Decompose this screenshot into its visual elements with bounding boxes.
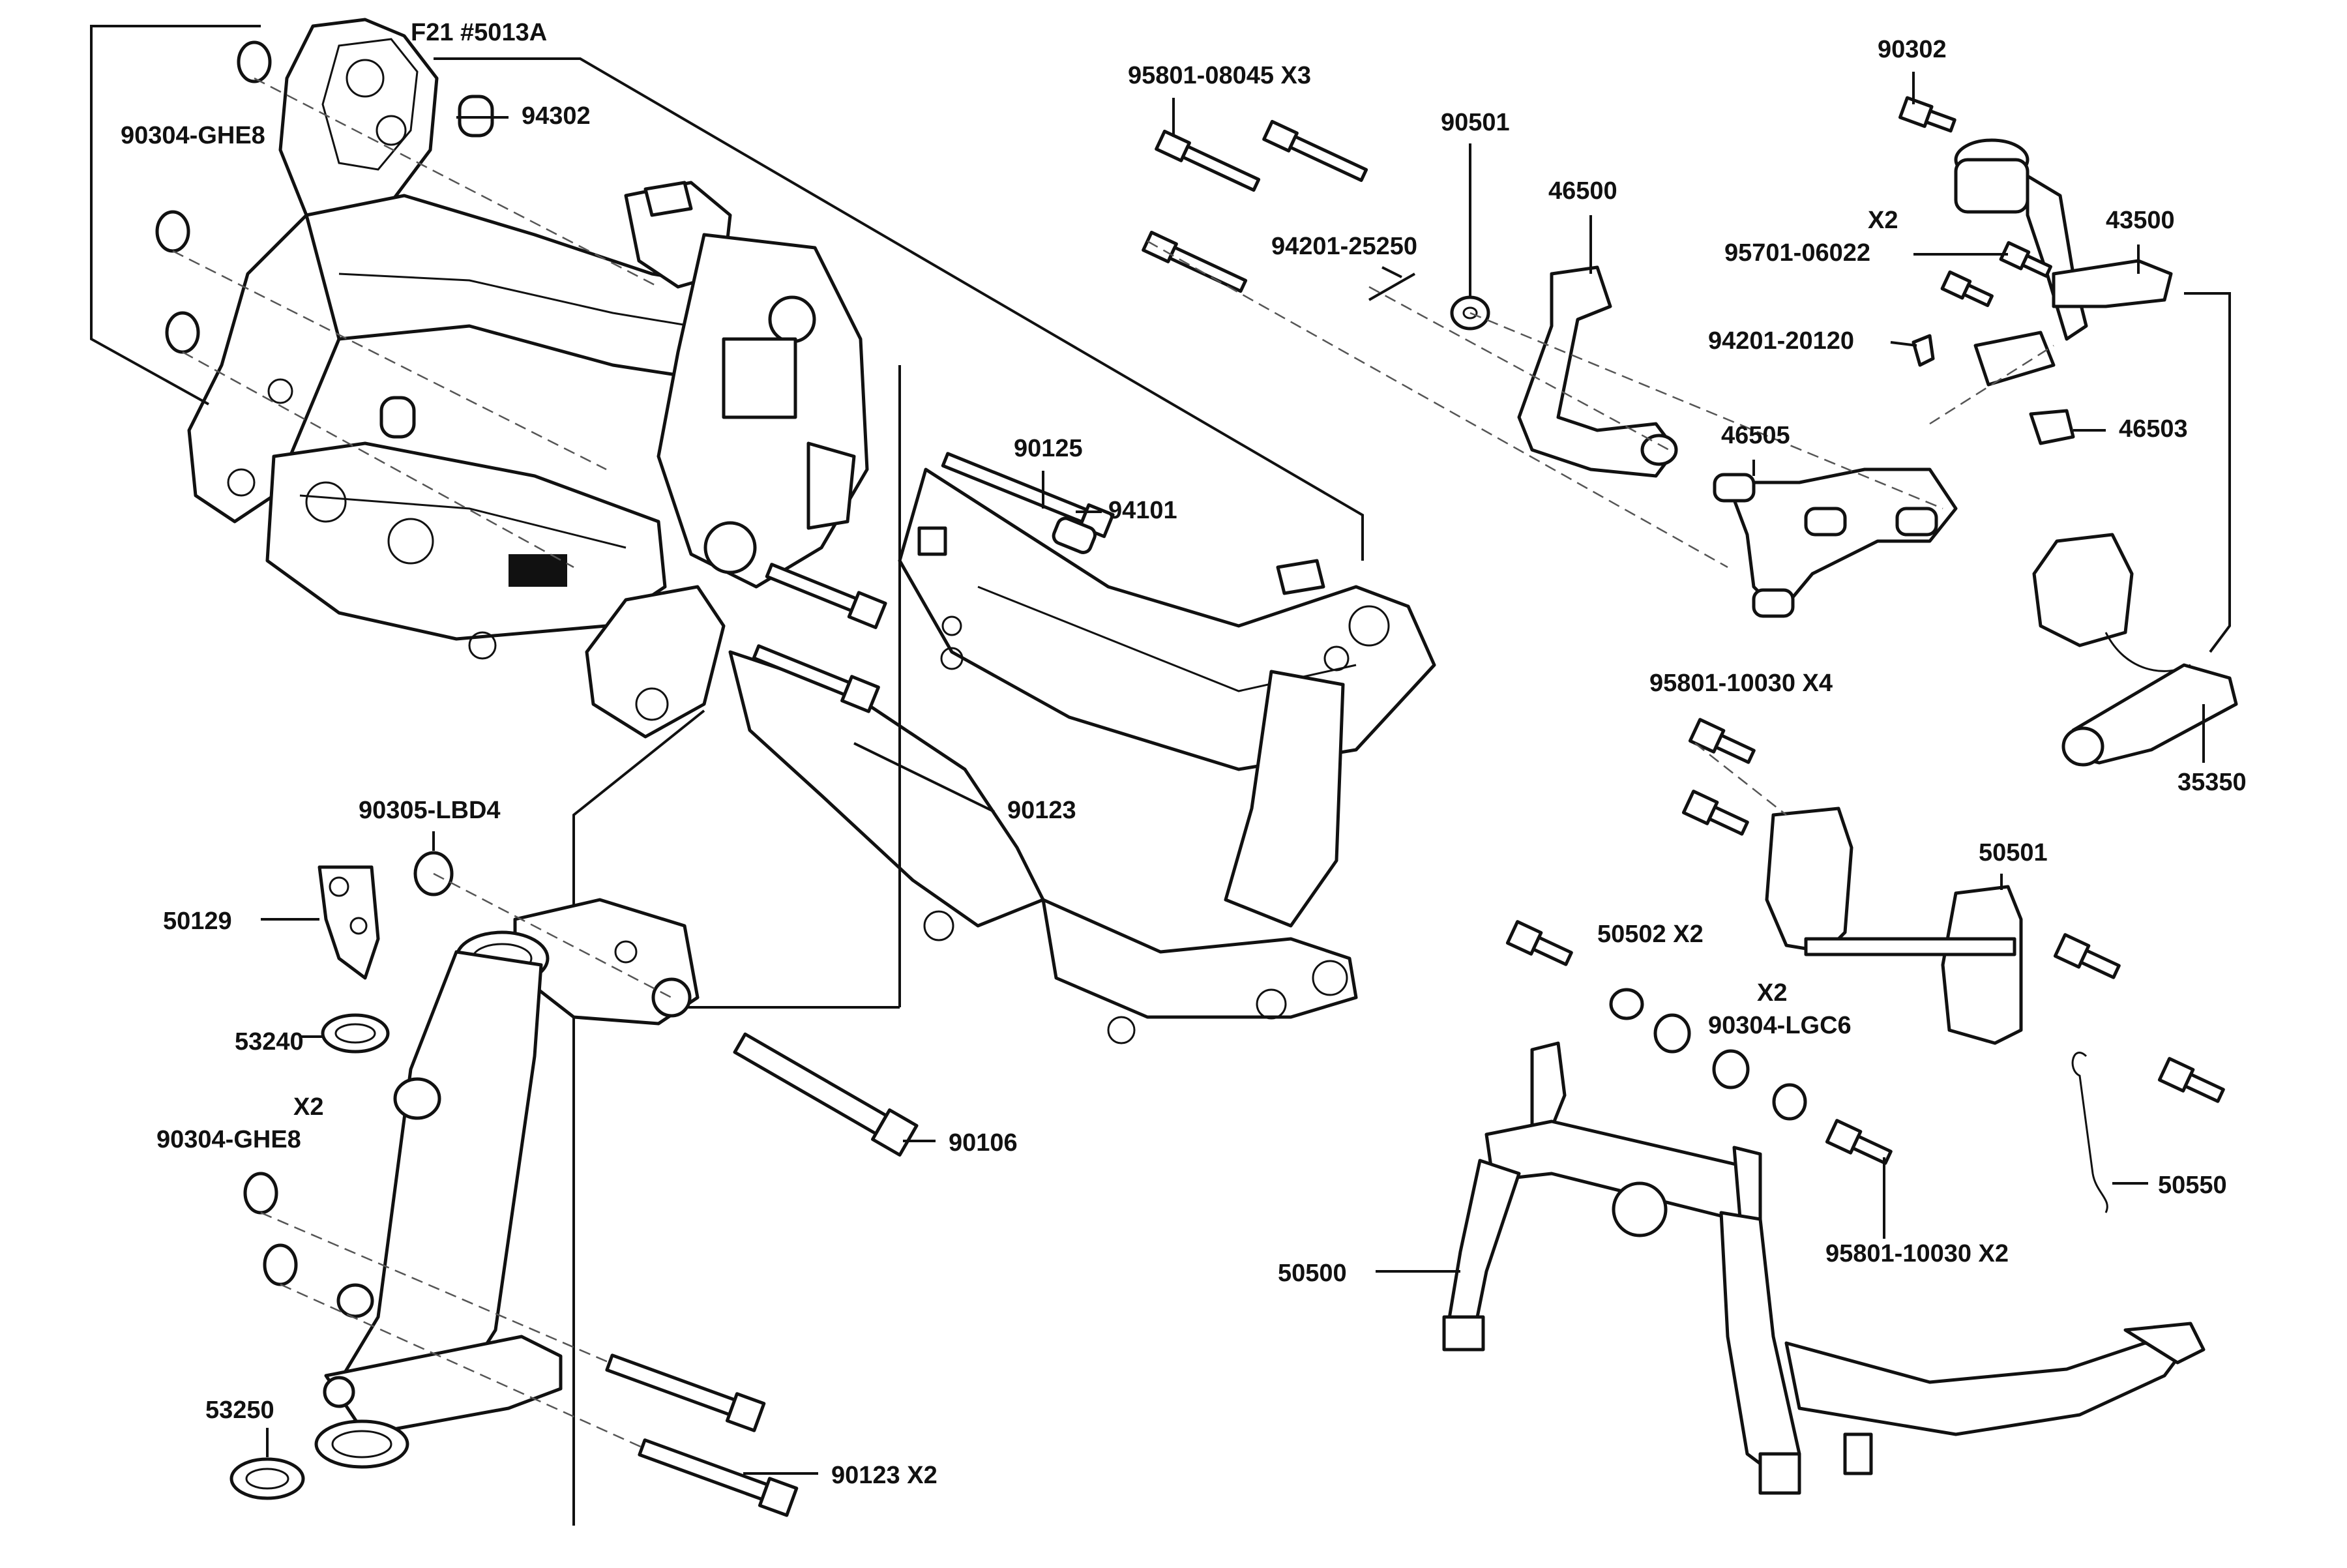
lbl-90302: 90302 <box>1878 36 1947 63</box>
lbl-f21: F21 #5013A <box>411 19 547 46</box>
lbl-94302: 94302 <box>522 102 591 130</box>
lbl-43500: 43500 <box>2106 207 2175 234</box>
lbl-95801-10030-x2: 95801-10030 X2 <box>1825 1240 2009 1267</box>
assembly-lines <box>172 77 2231 1449</box>
lbl-53240: 53240 <box>235 1028 304 1056</box>
lbl-90501: 90501 <box>1441 109 1510 136</box>
lbl-35350: 35350 <box>2177 769 2247 796</box>
lbl-95701-06022: 95701-06022 <box>1724 239 1870 267</box>
lbl-50502-x2: 50502 X2 <box>1597 921 1704 948</box>
lbl-95801-10030-x4: 95801-10030 X4 <box>1649 670 1833 697</box>
lbl-50500: 50500 <box>1278 1260 1347 1287</box>
lbl-90304-ghe8-top: 90304-GHE8 <box>121 122 265 149</box>
lbl-50550: 50550 <box>2158 1172 2227 1199</box>
lbl-46503: 46503 <box>2119 415 2188 443</box>
lbl-53250: 53250 <box>205 1397 274 1424</box>
lbl-90106: 90106 <box>949 1129 1018 1157</box>
lbl-90304-ghe8-bot: 90304-GHE8 <box>156 1126 301 1153</box>
lbl-94201-25250: 94201-25250 <box>1271 233 1417 260</box>
frame-group-bracket <box>90 25 1364 1526</box>
part-labels: F21 #5013A 90304-GHE8 94302 95801-08045 X3 9… <box>121 19 2247 1489</box>
lbl-90305-lbd4: 90305-LBD4 <box>359 797 501 824</box>
lbl-50501: 50501 <box>1979 839 2048 866</box>
lbl-x2-90304-lgc6: X2 <box>1757 979 1787 1007</box>
lbl-x2-95701: X2 <box>1868 207 1898 234</box>
lbl-x2-90304-ghe8: X2 <box>293 1093 323 1121</box>
lbl-46505: 46505 <box>1721 422 1790 449</box>
lbl-90123-x2: 90123 X2 <box>831 1462 937 1489</box>
lbl-50129: 50129 <box>163 908 232 935</box>
lbl-90125: 90125 <box>1014 435 1083 462</box>
leader-lines <box>261 72 2205 1475</box>
lbl-95801-08045: 95801-08045 X3 <box>1128 62 1311 89</box>
lbl-94101: 94101 <box>1108 497 1177 524</box>
lbl-94201-20120: 94201-20120 <box>1708 327 1854 355</box>
lbl-90304-lgc6: 90304-LGC6 <box>1708 1012 1852 1039</box>
main-frame <box>187 18 1436 1044</box>
lbl-46500: 46500 <box>1548 177 1617 205</box>
hardware-parts <box>155 40 2238 1517</box>
lbl-90123-mid: 90123 <box>1007 797 1076 824</box>
